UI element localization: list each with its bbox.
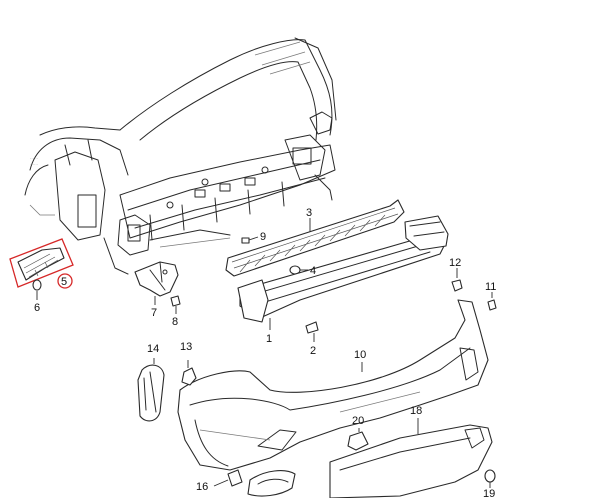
part-16-clip[interactable] [213,469,243,487]
part-8-nut[interactable] [170,295,181,314]
svg-text:······: ······ [30,162,38,167]
callout-12: 12 [449,257,461,269]
part-10-bumper-cover[interactable] [177,299,489,471]
callout-18: 18 [410,405,422,417]
part-3-absorber[interactable] [225,199,405,277]
part-14-reflector[interactable] [137,358,165,422]
part-19-clip[interactable] [484,469,496,488]
part-1-reinforcement-bar[interactable] [237,215,449,330]
callout-9: 9 [260,231,266,243]
part-5-bracket[interactable] [9,238,74,289]
part-7-bracket[interactable] [134,261,179,305]
part-20-bracket[interactable] [347,428,369,451]
callout-10: 10 [354,349,366,361]
highlight-box [9,238,74,288]
lower-trim-piece [247,470,296,497]
callout-4: 4 [310,265,316,277]
part-12-bolt[interactable] [451,268,463,292]
callout-3: 3 [306,207,312,219]
part-2-bolt[interactable] [305,321,319,342]
callout-1: 1 [266,333,272,345]
callout-6: 6 [34,302,40,314]
callout-20: 20 [352,415,364,427]
part-11-screw[interactable] [487,292,497,311]
rear-body-structure: ······ ······ [24,37,337,275]
part-6-clip[interactable] [32,279,42,300]
callout-16: 16 [196,481,208,493]
callout-2: 2 [310,345,316,357]
part-13-sensor[interactable] [181,360,197,386]
callout-5: 5 [61,276,67,288]
callout-14: 14 [147,343,159,355]
svg-text:······: ······ [30,156,38,161]
callout-13: 13 [180,341,192,353]
part-9-bolt[interactable] [241,236,259,244]
callout-7: 7 [151,307,157,319]
callout-8: 8 [172,316,178,328]
callout-labels: 3 9 4 5 6 7 8 1 2 12 11 10 13 14 20 18 1… [34,207,496,498]
callout-11: 11 [485,281,496,293]
callout-19: 19 [483,488,495,498]
part-18-diffuser[interactable] [329,418,493,498]
highlight-circle [57,273,73,289]
